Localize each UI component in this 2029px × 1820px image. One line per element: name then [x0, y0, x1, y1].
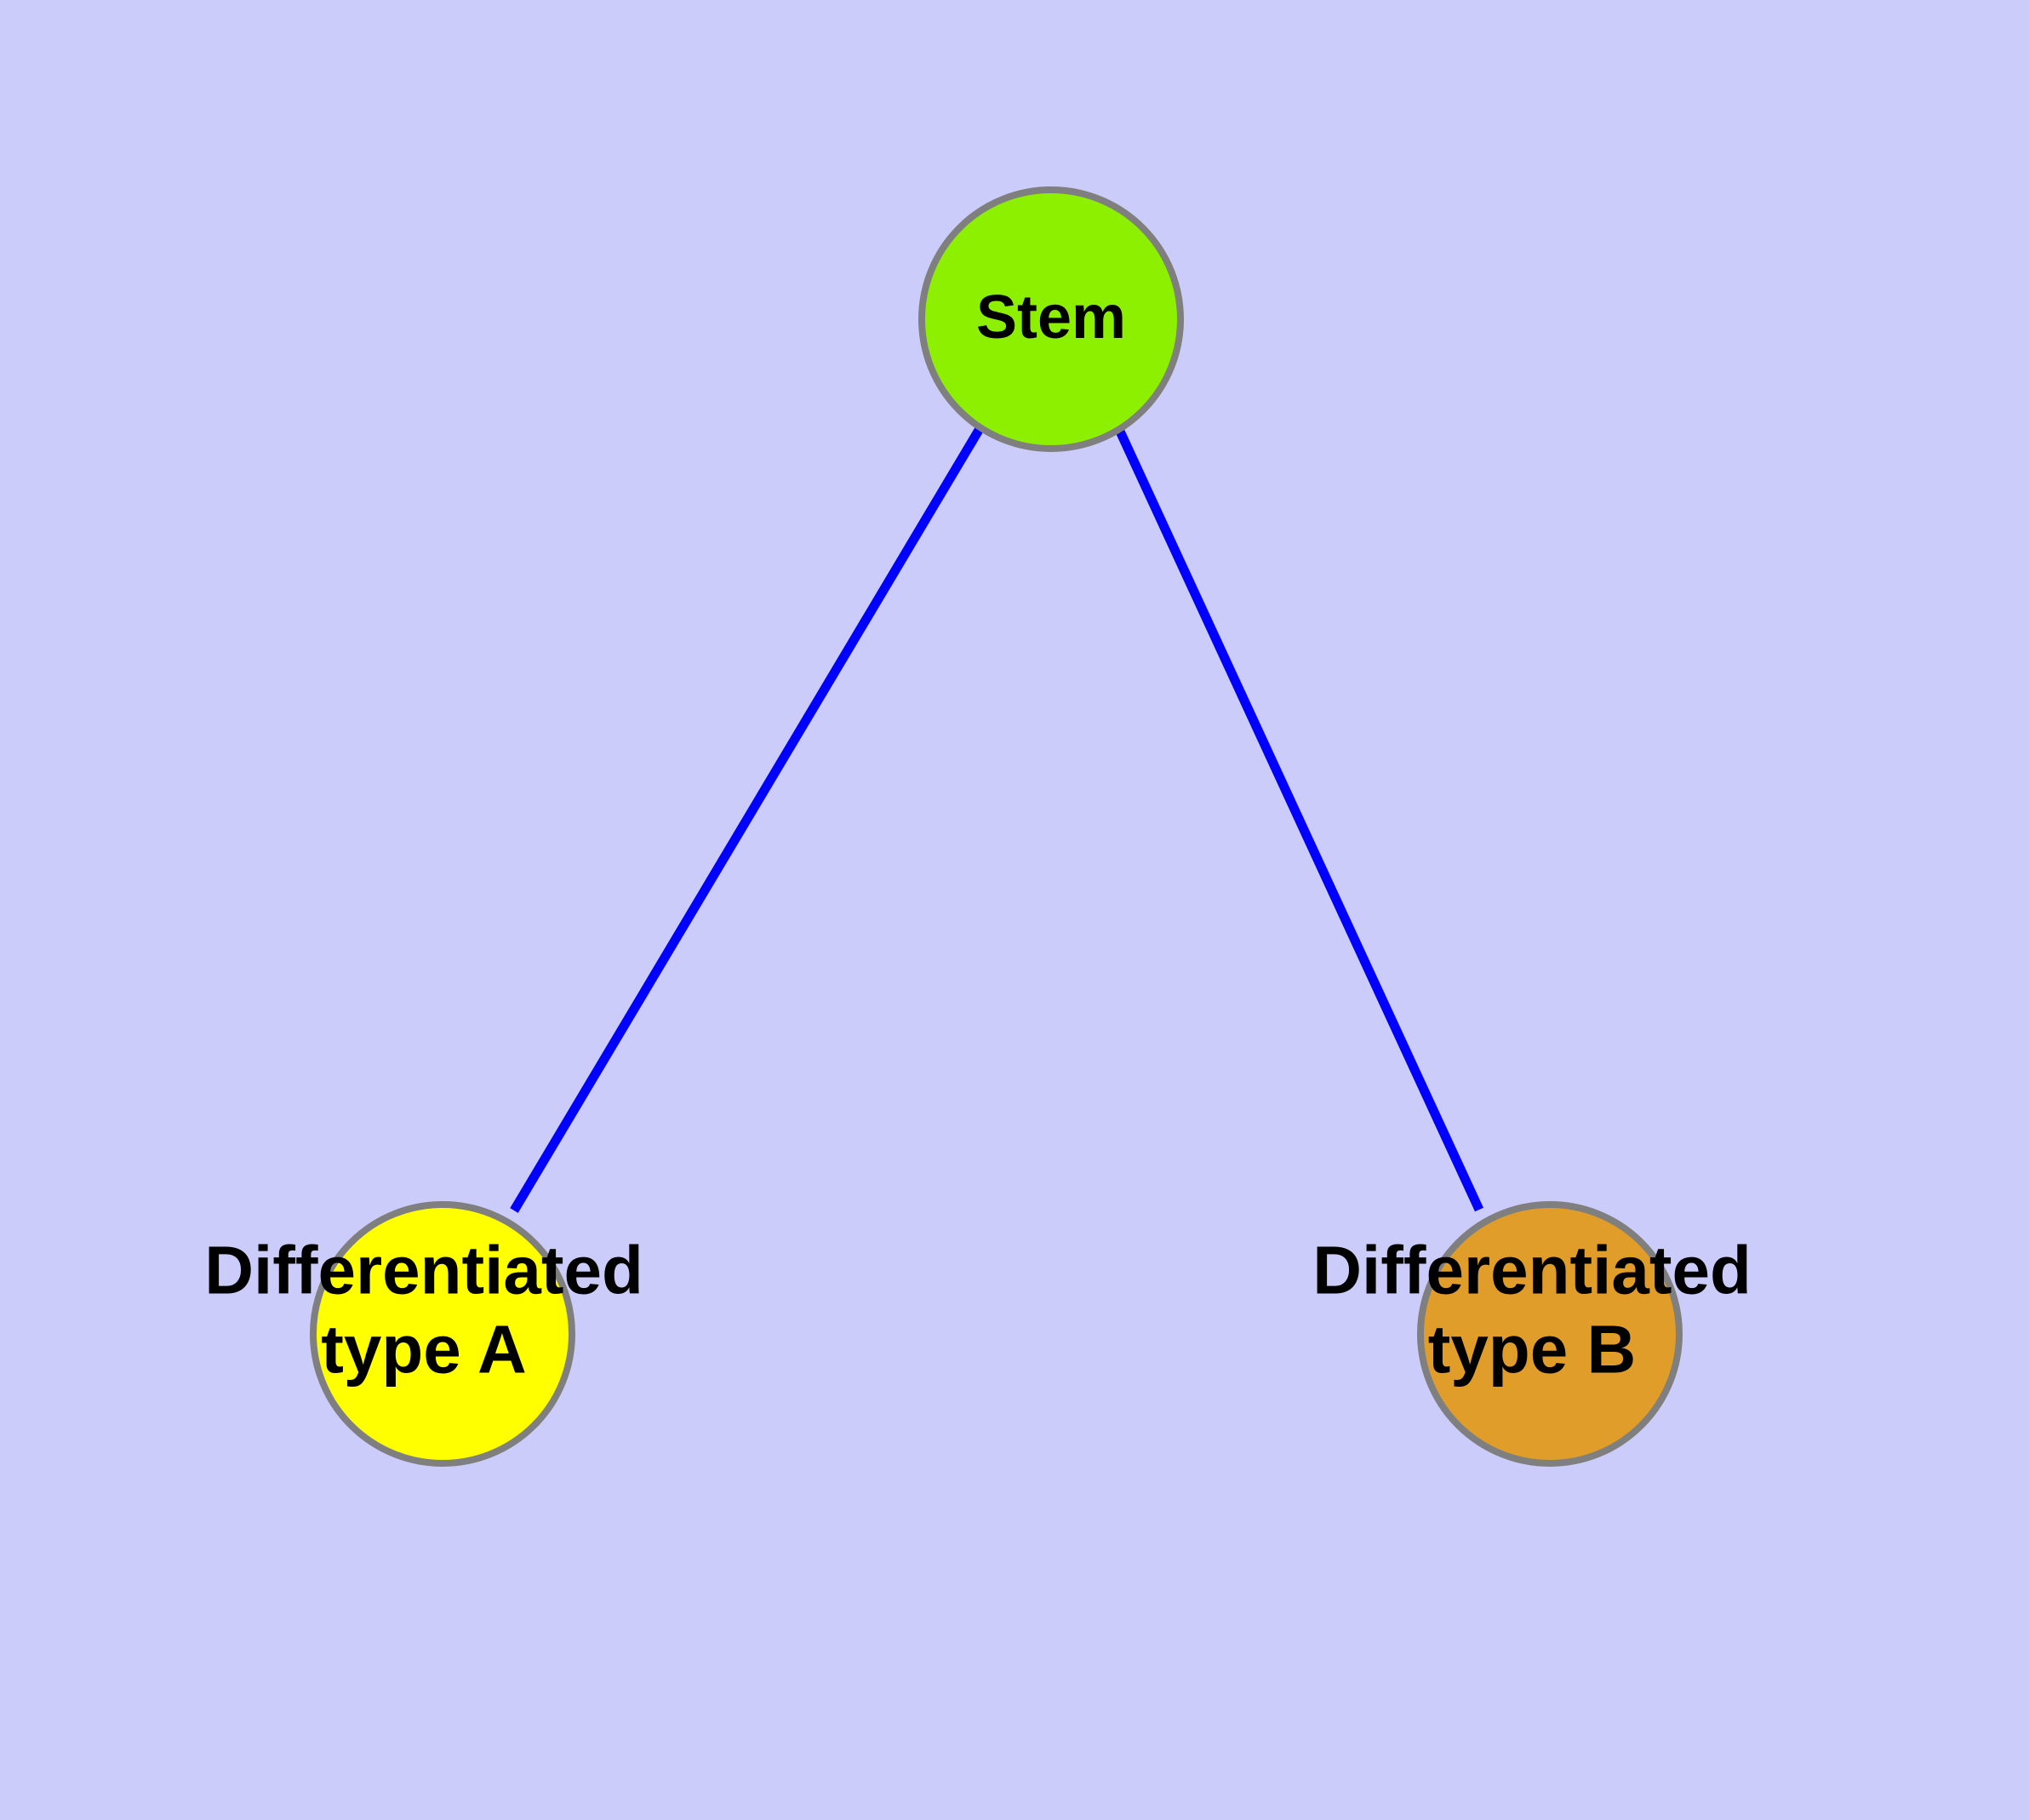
- node-label-line: type B: [1428, 1312, 1637, 1388]
- node-label-line: type A: [321, 1312, 527, 1388]
- edge-stem-to-differentiated-type-b[interactable]: [1112, 421, 1483, 1212]
- edges-group: [510, 421, 1483, 1213]
- node-stem-circle[interactable]: [918, 186, 1184, 452]
- node-differentiated-type-a-circle[interactable]: [310, 1201, 575, 1467]
- node-stem-label: Stem: [976, 283, 1126, 352]
- node-label-line: Stem: [976, 283, 1126, 352]
- edge-stem-to-differentiated-type-a[interactable]: [510, 425, 985, 1213]
- node-stem[interactable]: Stem: [918, 186, 1184, 452]
- node-differentiated-type-b-circle[interactable]: [1417, 1201, 1683, 1467]
- node-label-line: Differentiated: [204, 1233, 643, 1308]
- node-label-line: Differentiated: [1312, 1233, 1752, 1308]
